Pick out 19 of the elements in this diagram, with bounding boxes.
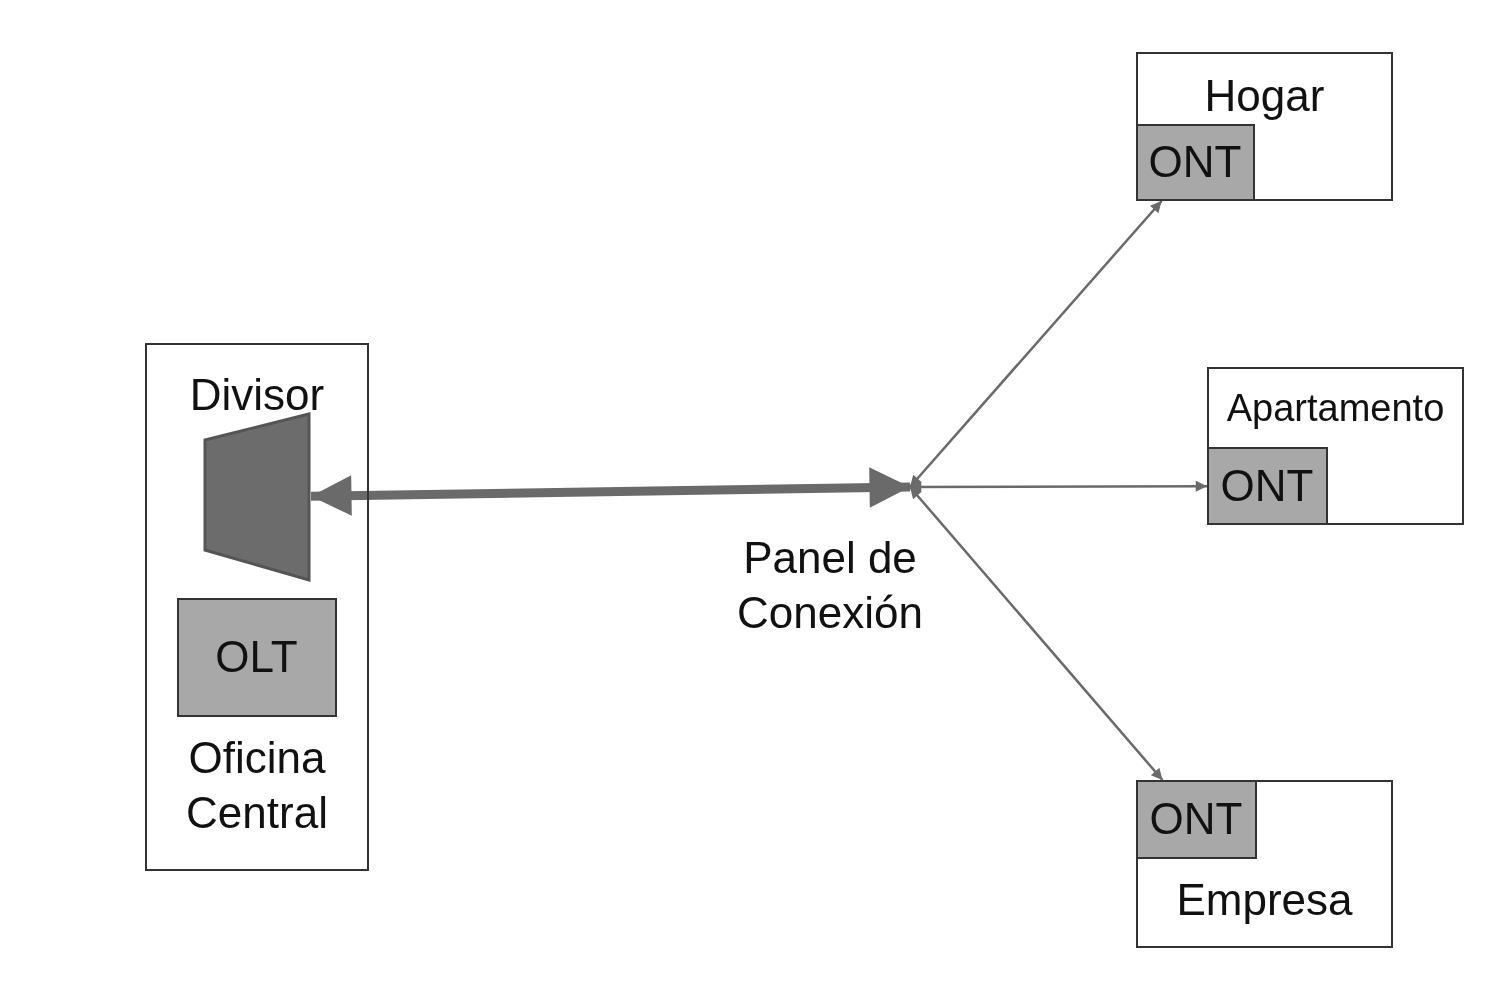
ont-box: ONT — [1135, 779, 1257, 859]
double-arrow — [909, 200, 1163, 488]
apartment-box — [1207, 367, 1464, 525]
home-label: Hogar — [1203, 70, 1326, 122]
double-arrow — [910, 480, 1207, 493]
ont-box: ONT — [1206, 446, 1328, 525]
ont-box: ONT — [1135, 123, 1255, 201]
office-box — [145, 343, 369, 871]
olt-box: OLT — [176, 597, 337, 717]
double-arrow — [310, 467, 911, 516]
double-arrow — [909, 486, 1164, 781]
panel-label: Panel de Conexión — [736, 532, 924, 639]
splitter-trapezoid — [202, 411, 311, 582]
business-box — [1136, 780, 1393, 948]
office-label: Oficina Central — [185, 732, 329, 839]
splitter-label: Divisor — [188, 369, 326, 421]
business-label: Empresa — [1175, 874, 1354, 926]
apartment-label: Apartamento — [1225, 386, 1446, 431]
home-box — [1136, 52, 1393, 201]
